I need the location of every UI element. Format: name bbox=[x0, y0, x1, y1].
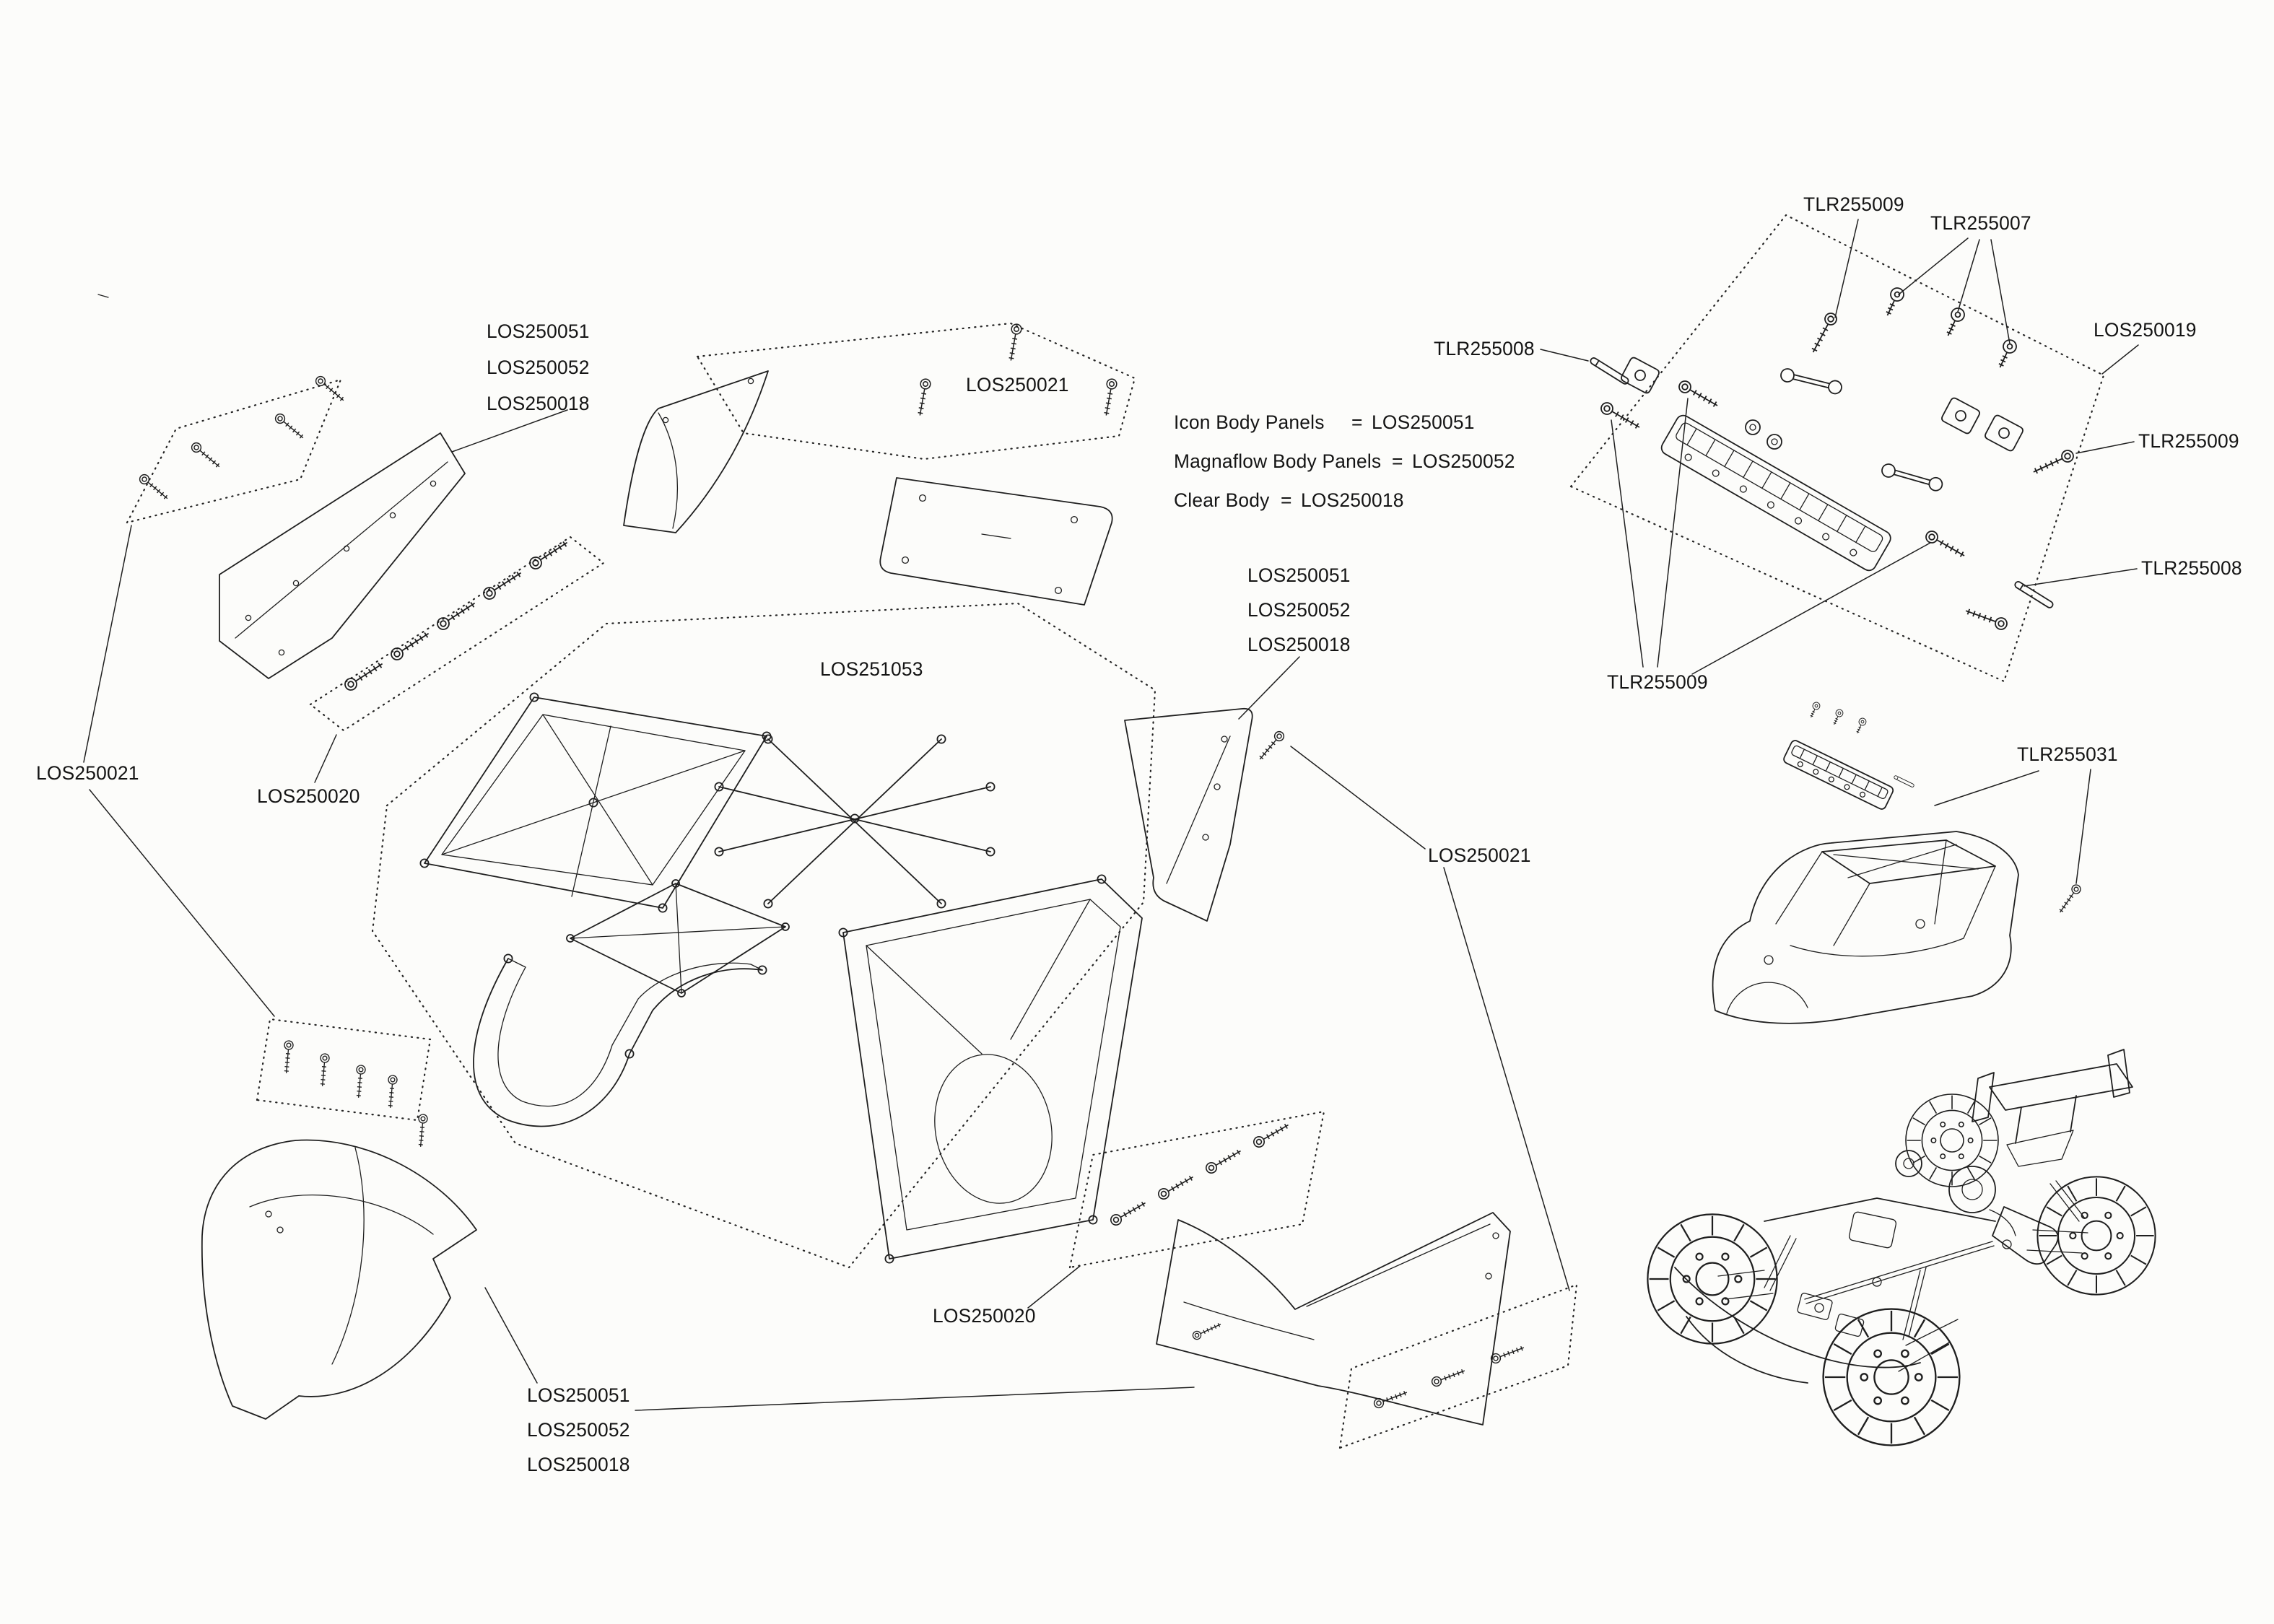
roll-cage-lower-brace bbox=[566, 879, 790, 997]
legend-row-eq: = bbox=[1392, 450, 1403, 472]
callout-roll-cage-set: LOS251053 bbox=[820, 658, 923, 680]
screw-strip-left-screws bbox=[342, 537, 571, 693]
legend-row-name: Magnaflow Body Panels bbox=[1174, 450, 1381, 472]
mount-cluster-pins bbox=[1588, 356, 2055, 610]
callout-body-panels-bottom-left-3: LOS250018 bbox=[527, 1454, 630, 1475]
mount-hardware-outline bbox=[1569, 214, 2105, 683]
callout-mount-set: LOS250019 bbox=[2094, 319, 2197, 341]
panel-screw-right bbox=[1255, 729, 1286, 763]
callout-screw-strip-bottom: LOS250020 bbox=[933, 1305, 1036, 1327]
roll-cage-side-left bbox=[419, 692, 772, 913]
roll-cage-side-right bbox=[838, 874, 1143, 1264]
roof-plate-panel bbox=[879, 477, 1113, 606]
roll-cage-front-hoop bbox=[473, 953, 767, 1127]
callout-body-panels-bottom-left-1: LOS250051 bbox=[527, 1384, 630, 1406]
rear-wing bbox=[1972, 1049, 2133, 1167]
callout-button-screws: TLR255007 bbox=[1930, 212, 2031, 234]
body-side-panel-left bbox=[219, 432, 466, 679]
complete-vehicle bbox=[1647, 1049, 2156, 1446]
callout-screws-lower: TLR255009 bbox=[1607, 671, 1708, 693]
roll-cage-scissor-center bbox=[714, 734, 996, 909]
mount-cluster-button-screws bbox=[1881, 285, 2019, 371]
screw-strip-bottom-outline bbox=[1068, 1110, 1325, 1269]
callout-screws-top: TLR255009 bbox=[1803, 193, 1904, 215]
callout-hardware-right: LOS250021 bbox=[1428, 844, 1531, 866]
legend-row-code: LOS250051 bbox=[1372, 411, 1475, 433]
callout-body-panels-top-left-1: LOS250051 bbox=[487, 320, 590, 342]
legend-row-code: LOS250052 bbox=[1412, 450, 1515, 472]
leader-lines bbox=[83, 219, 2139, 1411]
mount-cluster-links bbox=[1619, 355, 2025, 493]
legend: Icon Body Panels = LOS250051 Magnaflow B… bbox=[1174, 411, 1515, 511]
front-hood-panel bbox=[201, 1139, 477, 1420]
body-fin-panel bbox=[623, 370, 769, 533]
cage-region-outline bbox=[371, 602, 1156, 1269]
hardware-outline-top-center bbox=[696, 322, 1136, 460]
chassis-details bbox=[1674, 1150, 2088, 1384]
legend-row-name: Icon Body Panels bbox=[1174, 411, 1325, 433]
callout-body-panels-right-2: LOS250052 bbox=[1247, 599, 1351, 621]
callout-body-panels-top-left-3: LOS250018 bbox=[487, 393, 590, 414]
screw-strip-bottom-screws bbox=[1108, 1119, 1291, 1228]
screw-set-top-center bbox=[914, 323, 1118, 417]
callout-body-panels-top-left-2: LOS250052 bbox=[487, 357, 590, 378]
legend-row-name: Clear Body bbox=[1174, 489, 1270, 511]
callout-screw-set-assembled: TLR255031 bbox=[2017, 743, 2118, 765]
legend-row-code: LOS250018 bbox=[1301, 489, 1404, 511]
hardware-outline-bottom-left bbox=[256, 1018, 432, 1122]
callout-screw-right: TLR255009 bbox=[2138, 430, 2239, 452]
callout-hardware-far-left: LOS250021 bbox=[36, 762, 139, 784]
legend-row-eq: = bbox=[1281, 489, 1292, 511]
assembled-body-shell bbox=[1712, 831, 2019, 1024]
callout-screw-strip-left: LOS250020 bbox=[257, 785, 360, 807]
screw-strip-bottom-right-outline bbox=[1338, 1283, 1578, 1449]
callout-pin-right: TLR255008 bbox=[2141, 557, 2242, 579]
assembled-mount-bar bbox=[1783, 700, 1915, 810]
tlr255031-screw bbox=[2056, 882, 2083, 916]
stray-mark bbox=[97, 294, 109, 298]
callout-labels: LOS250051 LOS250052 LOS250018 LOS250021 … bbox=[36, 193, 2242, 1475]
callout-body-panels-right-3: LOS250018 bbox=[1247, 634, 1351, 655]
callout-body-panels-right-1: LOS250051 bbox=[1247, 564, 1351, 586]
body-side-panel-right bbox=[1124, 707, 1253, 922]
callout-body-panels-bottom-left-2: LOS250052 bbox=[527, 1419, 630, 1441]
legend-row-eq: = bbox=[1351, 411, 1363, 433]
screw-strip-bottom-right-screws bbox=[1372, 1343, 1526, 1410]
callout-pin-left: TLR255008 bbox=[1434, 338, 1535, 359]
screw-set-bottom-left bbox=[281, 1039, 429, 1148]
hardware-outline-top-left bbox=[126, 378, 342, 524]
rear-side-panel-bottom bbox=[1156, 1212, 1511, 1426]
battery-mount-bar bbox=[1660, 414, 1891, 572]
screw-set-top-left bbox=[137, 374, 347, 503]
callout-hardware-top-center: LOS250021 bbox=[966, 374, 1069, 396]
